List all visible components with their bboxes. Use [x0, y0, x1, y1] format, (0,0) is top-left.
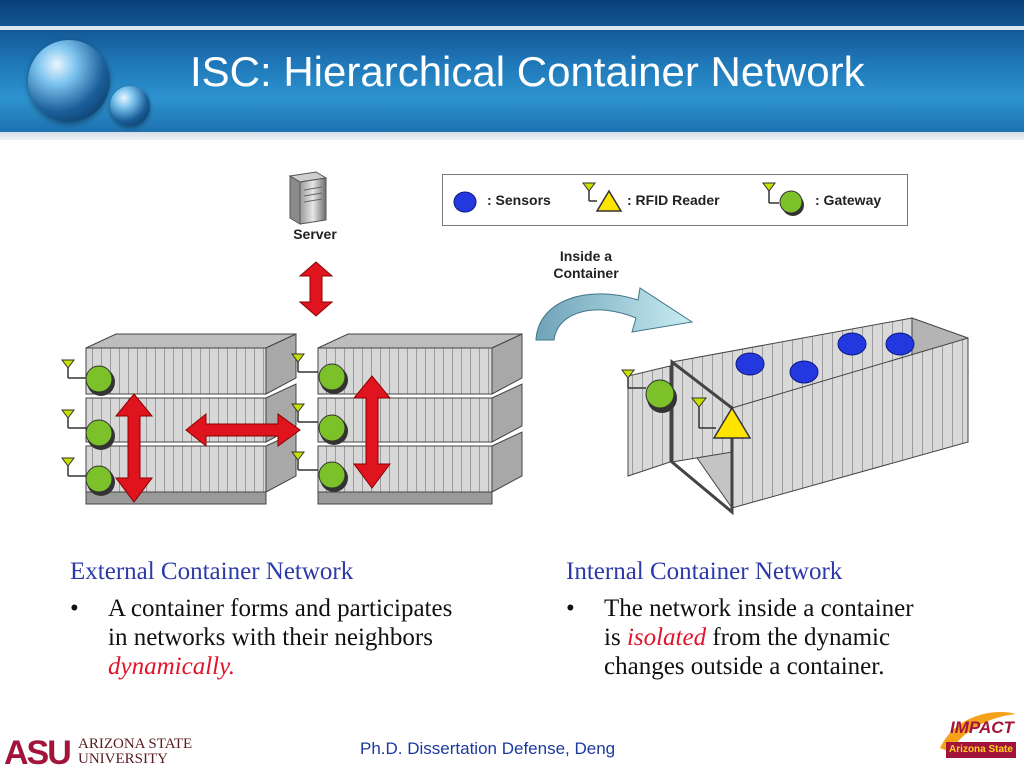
bullet-dot: • [566, 595, 575, 622]
inside-label-text-2: Container [553, 265, 619, 281]
small-globe-icon [110, 86, 150, 126]
server-label: Server [293, 226, 337, 242]
gateway-icon [61, 359, 115, 396]
sensor-icon [735, 352, 765, 376]
impact-word: IMPACT [950, 718, 1014, 737]
sensor-icon [453, 191, 477, 213]
gateway-icon [291, 451, 348, 492]
emphasis-dynamically: dynamically. [108, 653, 236, 680]
asu-name-line2: UNIVERSITY [78, 751, 168, 767]
header-bottom-band [0, 132, 1024, 140]
asu-name-line1: ARIZONA STATE [78, 736, 193, 752]
bullet-line: A container forms and participates [108, 595, 453, 622]
gateway-icon [762, 182, 804, 216]
slide-title: ISC: Hierarchical Container Network [190, 48, 865, 95]
impact-logo: IMPACT Arizona State [936, 708, 1018, 764]
vertical-link-arrow [114, 393, 154, 503]
server-icon [288, 171, 328, 225]
inside-container-label: Inside a Container [536, 248, 636, 282]
vertical-link-arrow [352, 375, 392, 489]
legend-rfid-label: : RFID Reader [627, 192, 720, 208]
legend-icons [453, 182, 804, 216]
impact-subtitle: Arizona State [946, 742, 1016, 758]
server-link-arrow [298, 261, 334, 317]
external-network-heading: External Container Network [70, 558, 354, 585]
sensor-icon [885, 332, 915, 356]
external-network-bullet: • A container forms and participates in … [70, 594, 540, 684]
bullet-text: The network inside a container is isolat… [604, 594, 914, 681]
internal-network-heading: Internal Container Network [566, 558, 843, 585]
footer-caption: Ph.D. Dissertation Defense, Deng [360, 739, 616, 758]
gateway-icon [291, 403, 348, 445]
container-stack-right [317, 333, 523, 505]
bullet-fragment: from the dynamic [706, 624, 891, 651]
external-container-diagram [61, 333, 523, 505]
header-stripe [0, 26, 1024, 30]
internal-network-bullet: • The network inside a container is isol… [566, 594, 1016, 684]
legend-gateway-label: : Gateway [815, 192, 882, 208]
bullet-line: The network inside a container [604, 595, 914, 622]
legend-box: : Sensors : RFID Reader : Gateway [442, 174, 908, 226]
bullet-line: in networks with their neighbors [108, 624, 433, 651]
rfid-reader-icon [582, 182, 623, 212]
bullet-text: A container forms and participates in ne… [108, 594, 452, 681]
asu-mark: ASU [4, 734, 72, 772]
legend-sensors-label: : Sensors [487, 192, 551, 208]
horizontal-link-arrow [185, 412, 301, 448]
slide-header [0, 0, 1024, 140]
bullet-dot: • [70, 595, 79, 622]
sensor-icon [789, 360, 819, 384]
bullet-line: is isolated from the dynamic [604, 623, 914, 652]
gateway-icon [291, 353, 348, 394]
emphasis-isolated: isolated [626, 624, 707, 651]
gateway-icon [61, 457, 115, 496]
asu-name: ARIZONA STATE UNIVERSITY [78, 737, 192, 767]
inside-arrow-icon [535, 287, 694, 341]
globe-icon [28, 40, 110, 122]
inside-label-text: Inside a [559, 248, 613, 264]
rfid-reader-icon [690, 397, 752, 439]
gateway-icon [621, 369, 677, 413]
bullet-line: changes outside a container. [604, 653, 885, 680]
sensor-icon [837, 332, 867, 356]
bullet-fragment: is [604, 624, 627, 651]
gateway-icon [61, 409, 115, 450]
internal-container-diagram [621, 317, 970, 516]
